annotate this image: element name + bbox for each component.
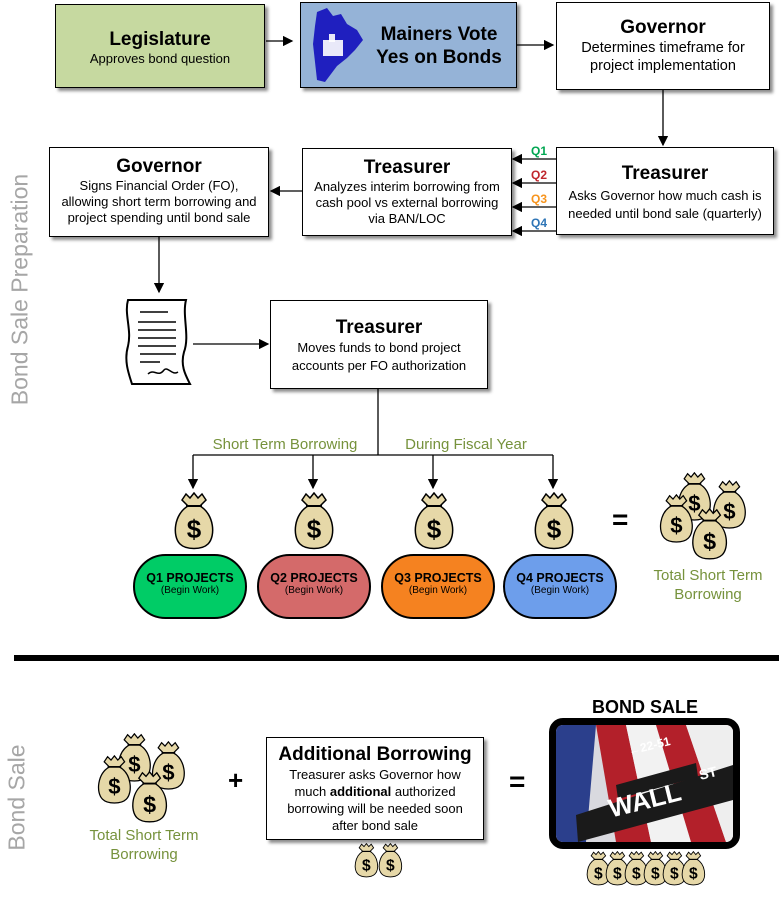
q4-projects-pill: Q4 PROJECTS (Begin Work) xyxy=(503,554,617,619)
total-short-term-label-2: Total Short Term Borrowing xyxy=(74,826,214,864)
additional-text-bold: additional xyxy=(329,784,392,799)
bond-sale-preparation-label: Bond Sale Preparation xyxy=(6,173,33,406)
money-bag-icon xyxy=(534,492,574,550)
money-bag-pair-icon xyxy=(354,843,403,878)
q4-label: Q4 xyxy=(531,216,548,230)
legislature-text: Approves bond question xyxy=(89,51,231,66)
treasurer-analyzes-box: Treasurer Analyzes interim borrowing fro… xyxy=(302,148,512,236)
money-bag-icon xyxy=(414,492,454,550)
treasurer-title-2: Treasurer xyxy=(363,157,451,178)
q2-label: Q2 xyxy=(531,168,548,182)
bond-sale-label: Bond Sale xyxy=(3,744,30,851)
governor-timeframe-box: Governor Determines timeframe for projec… xyxy=(556,2,770,90)
treasurer-text-2: Analyzes interim borrowing from cash poo… xyxy=(314,179,500,226)
additional-text-after: authorized borrowing will be needed soon… xyxy=(287,784,463,833)
q3-label: Q3 xyxy=(531,192,548,206)
money-bag-cluster-icon xyxy=(659,472,747,560)
q1-projects-title: Q1 PROJECTS xyxy=(146,571,234,585)
mainers-vote-line1: Mainers Vote xyxy=(380,24,498,45)
q1-projects-pill: Q1 PROJECTS (Begin Work) xyxy=(133,554,247,619)
q2-projects-sub: (Begin Work) xyxy=(284,585,344,596)
money-bag-icon xyxy=(294,492,334,550)
q3-projects-pill: Q3 PROJECTS (Begin Work) xyxy=(381,554,495,619)
q4-projects-sub: (Begin Work) xyxy=(530,585,590,596)
total-short-term-line1: Total Short Term xyxy=(653,567,763,584)
equals-sign-2: = xyxy=(509,766,526,797)
governor-text-1: Determines timeframe for project impleme… xyxy=(581,40,745,74)
q1-projects-sub: (Begin Work) xyxy=(160,585,220,596)
q2-projects-title: Q2 PROJECTS xyxy=(270,571,358,585)
q4-projects-title: Q4 PROJECTS xyxy=(516,571,604,585)
wall-street-image: ←22-51 WALL ST xyxy=(549,718,740,849)
during-fiscal-year-label: During Fiscal Year xyxy=(405,436,527,453)
document-icon xyxy=(125,299,192,385)
money-bag-row-icon xyxy=(586,851,706,886)
q3-projects-sub: (Begin Work) xyxy=(408,585,468,596)
bond-sale-title: BOND SALE xyxy=(591,697,698,717)
governor-signs-fo-box: Governor Signs Financial Order (FO), all… xyxy=(49,147,269,237)
governor-title-2: Governor xyxy=(116,156,202,177)
governor-text-2: Signs Financial Order (FO), allowing sho… xyxy=(61,178,257,225)
treasurer-asks-box: Treasurer Asks Governor how much cash is… xyxy=(556,147,774,235)
money-bag-cluster-icon xyxy=(97,733,186,823)
governor-title-1: Governor xyxy=(620,17,706,38)
treasurer-title-3: Treasurer xyxy=(335,317,423,338)
total-short-term-line2: Borrowing xyxy=(674,586,742,603)
additional-borrowing-box: Additional Borrowing Treasurer asks Gove… xyxy=(266,737,484,840)
maine-map-icon xyxy=(313,8,363,82)
total-short-term-line1-2: Total Short Term xyxy=(89,827,199,844)
money-bag-icon xyxy=(174,492,214,550)
additional-title: Additional Borrowing xyxy=(278,744,472,765)
mainers-vote-box: Mainers Vote Yes on Bonds xyxy=(300,2,517,88)
q1-label: Q1 xyxy=(531,144,548,158)
treasurer-title-1: Treasurer xyxy=(621,163,709,184)
equals-sign-1: = xyxy=(612,504,629,535)
total-short-term-line2-2: Borrowing xyxy=(110,846,178,863)
legislature-box: Legislature Approves bond question xyxy=(55,4,265,88)
treasurer-text-3: Moves funds to bond project accounts per… xyxy=(291,340,467,373)
plus-sign: + xyxy=(228,765,244,795)
mainers-vote-line2: Yes on Bonds xyxy=(376,47,502,68)
treasurer-text-1: Asks Governor how much cash is needed un… xyxy=(568,188,762,221)
additional-text: Treasurer asks Governor how much additio… xyxy=(267,766,483,834)
short-term-borrowing-label: Short Term Borrowing xyxy=(212,436,358,453)
treasurer-moves-funds-box: Treasurer Moves funds to bond project ac… xyxy=(270,300,488,389)
q2-projects-pill: Q2 PROJECTS (Begin Work) xyxy=(257,554,371,619)
q3-projects-title: Q3 PROJECTS xyxy=(394,571,482,585)
additional-text-before: Treasurer asks Governor how much xyxy=(289,767,461,799)
legislature-title: Legislature xyxy=(109,29,211,50)
total-short-term-label: Total Short Term Borrowing xyxy=(640,566,776,604)
